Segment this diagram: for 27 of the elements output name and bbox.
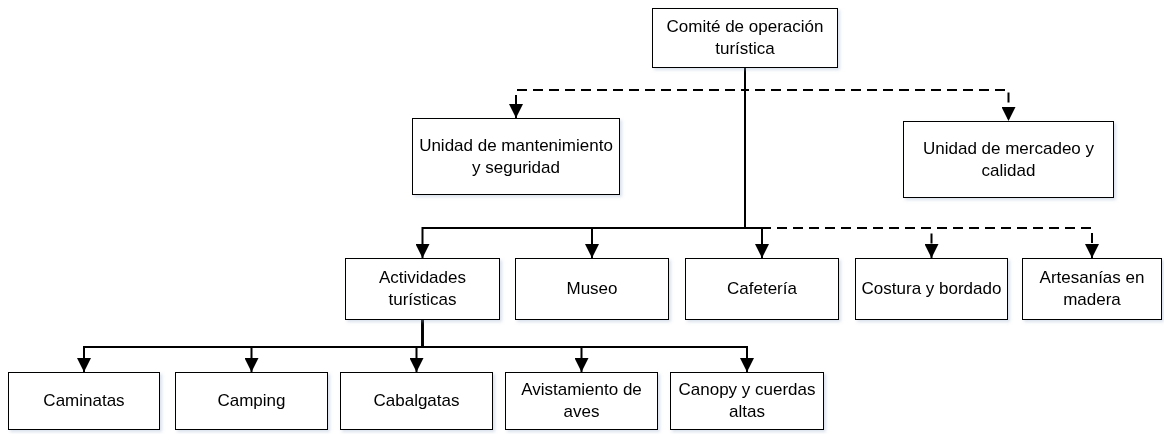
- box-label: Museo: [565, 278, 619, 300]
- org-box: [1022, 258, 1162, 320]
- box-label: Costura y bordado: [860, 278, 1003, 300]
- box-label: Camping: [216, 390, 287, 412]
- org-box: [515, 258, 669, 320]
- org-box: [412, 118, 620, 195]
- org-box: [685, 258, 839, 320]
- org-box: [505, 372, 658, 430]
- box-label: Cabalgatas: [372, 390, 461, 412]
- connector-arrow: [421, 319, 754, 373]
- box-label: Cafetería: [726, 278, 798, 300]
- box-label: Canopy y cuerdas altas: [677, 379, 817, 423]
- org-box: [670, 372, 824, 430]
- box-label: Actividades turísticas: [378, 267, 467, 311]
- org-box: [903, 121, 1114, 198]
- box-label: Avistamiento de aves: [520, 379, 643, 423]
- box-label: Unidad de mercadeo y calidad: [921, 137, 1095, 182]
- org-box: [175, 372, 328, 430]
- org-box: [855, 258, 1008, 320]
- box-label: Artesanías en madera: [1038, 267, 1146, 311]
- org-box: [8, 372, 160, 430]
- org-box: [652, 8, 838, 68]
- org-box: [340, 372, 493, 430]
- org-box: [345, 258, 500, 320]
- box-label: Unidad de mantenimiento y seguridad: [418, 134, 614, 179]
- box-label: Comité de operación turística: [665, 16, 825, 60]
- box-label: Caminatas: [42, 390, 126, 412]
